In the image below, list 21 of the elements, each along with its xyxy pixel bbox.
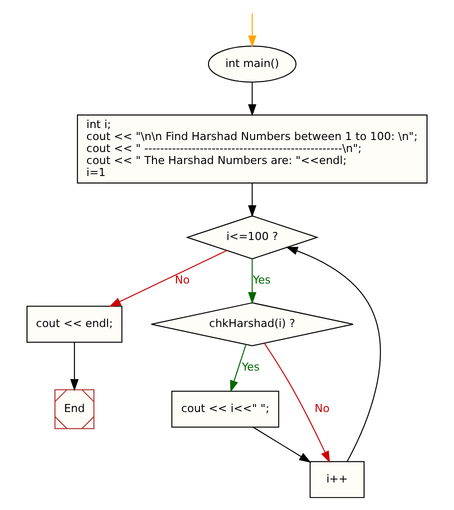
edge-label: Yes: [242, 360, 260, 374]
node-box: cout << endl;: [26, 306, 122, 343]
arrow: [70, 342, 79, 392]
arrow: [248, 12, 256, 48]
node-diamond: chkHarshad(i) ?: [150, 302, 354, 346]
node-diamond: i<=100 ?: [186, 215, 319, 260]
node-box: cout << i<<" ";: [171, 390, 280, 428]
arrow: [252, 426, 312, 463]
arrow: [248, 82, 256, 116]
arrow: [286, 246, 381, 462]
arrow: [264, 342, 330, 463]
edge-label: No: [314, 402, 330, 415]
node-ellipse: int main(): [208, 46, 296, 83]
node-box: int i; cout << "\n\n Find Harshad Numbers between 1 to 100: \n"; cout << " --------------------------------------------------\n"; cout << " The Harshad Numbers are: "<<endl; i=1: [76, 114, 428, 184]
arrow: [108, 250, 228, 307]
arrow: [248, 182, 256, 218]
arrow: [248, 258, 256, 304]
edge-label: Yes: [252, 274, 271, 287]
edge-label: No: [174, 274, 190, 287]
arrow: [230, 344, 246, 392]
node-box: i++: [310, 461, 365, 498]
